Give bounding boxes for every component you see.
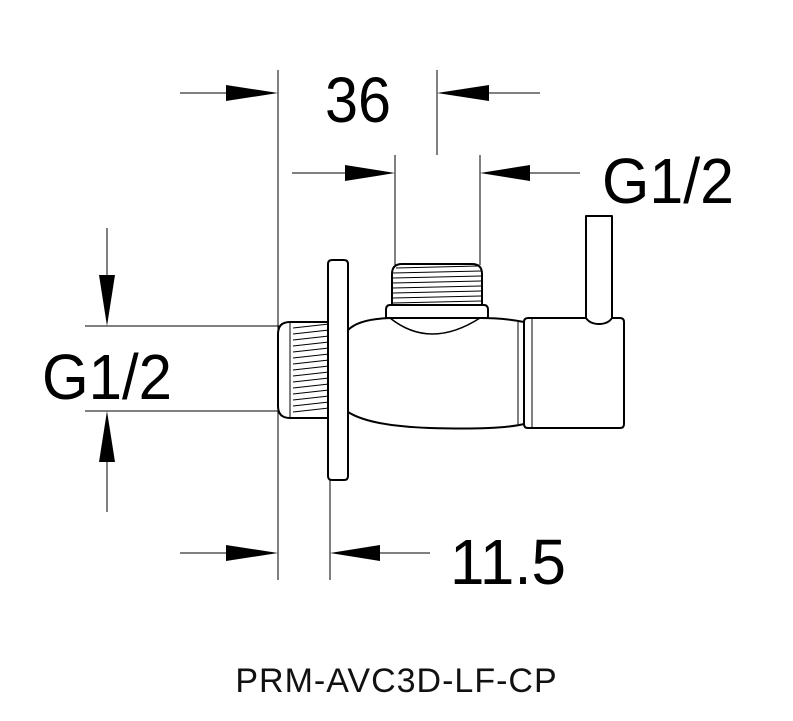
left-thread-connector — [277, 321, 331, 419]
dimension-36 — [180, 85, 540, 101]
top-thread-label: G1/2 — [602, 145, 734, 217]
dimension-left-thread — [99, 228, 115, 512]
dimension-11-5-label: 11.5 — [450, 526, 566, 598]
wall-flange — [327, 259, 349, 481]
model-code: PRM-AVC3D-LF-CP — [235, 662, 558, 700]
dimension-36-label: 36 — [325, 64, 391, 136]
dimension-top-thread — [292, 165, 580, 181]
dimension-11-5 — [180, 545, 430, 561]
valve-body — [277, 215, 625, 481]
top-thread-connector — [385, 263, 489, 319]
handle-cap — [523, 317, 625, 429]
left-thread-label: G1/2 — [42, 341, 172, 413]
handle-lever — [585, 215, 613, 325]
extension-lines — [85, 70, 481, 580]
